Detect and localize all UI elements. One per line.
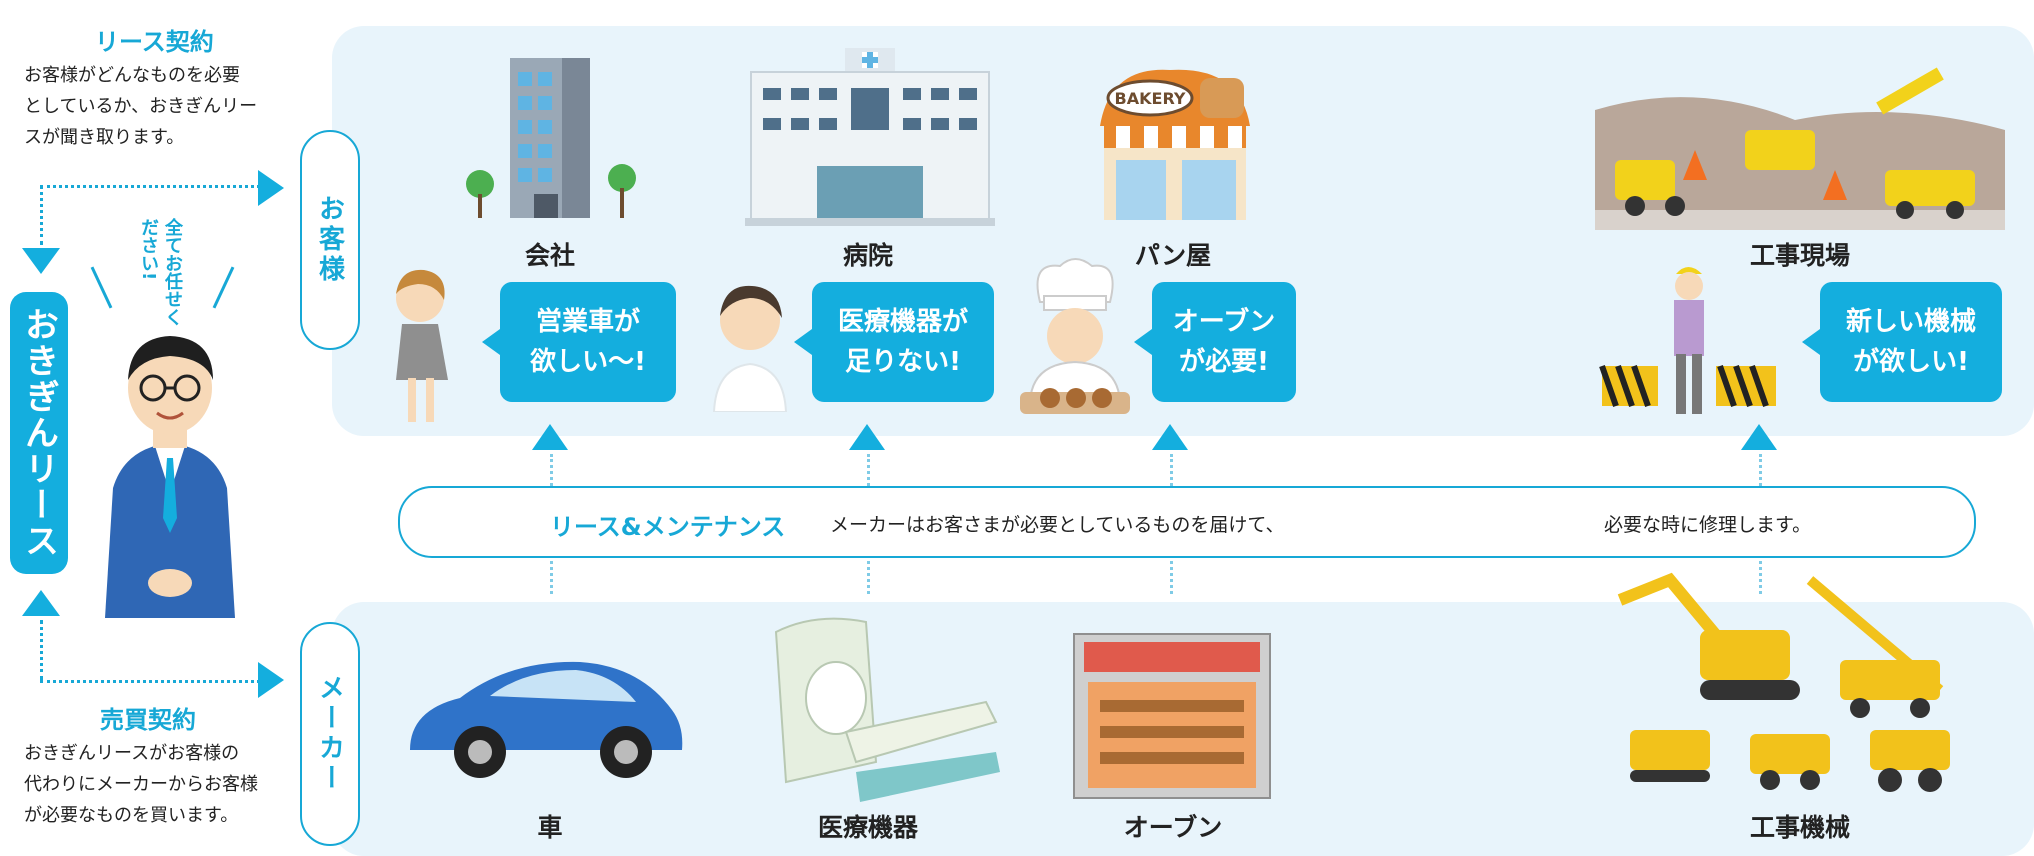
construction-need-text: 新しい機械 が欲しい! xyxy=(1845,307,1976,377)
oven-icon xyxy=(1073,633,1271,799)
lease-contract-title: リース契約 xyxy=(95,28,214,56)
bakery-need-bubble: オーブン が必要! xyxy=(1134,282,1296,402)
construction-machinery-icon xyxy=(1617,572,1950,792)
speech-text: 全てお任せください! xyxy=(136,218,184,328)
lease-maintenance-text-1: メーカーはお客さまが必要としているものを届けて、 xyxy=(830,514,1285,536)
construction-site-icon xyxy=(1595,67,2005,230)
bakery-need-text: オーブン が必要! xyxy=(1172,307,1276,377)
company-label: おきぎんリース xyxy=(18,307,59,559)
bakery-sign: BAKERY xyxy=(1115,89,1186,108)
bakery-label: パン屋 xyxy=(1134,241,1212,270)
arrow-down-icon xyxy=(22,248,60,274)
sale-desc-line: おきぎんリースがお客様の xyxy=(24,743,240,764)
lease-desc-line: としているか、おきぎんリー xyxy=(24,96,258,117)
maker-tag: メーカー xyxy=(300,622,360,846)
customer-tag: お客様 xyxy=(300,130,360,350)
hospital-need-bubble: 医療機器が 足りない! xyxy=(794,282,994,402)
arrow-up-icon xyxy=(1152,424,1188,450)
company-need-bubble: 営業車が 欲しい〜! xyxy=(482,282,676,402)
car-icon xyxy=(410,661,683,778)
company-need-text: 営業車が 欲しい〜! xyxy=(530,307,646,377)
hospital-label: 病院 xyxy=(842,241,893,270)
lease-flow-line xyxy=(40,185,260,188)
businessman-icon xyxy=(105,336,235,618)
sale-desc-line: が必要なものを買います。 xyxy=(24,805,239,826)
arrow-up-icon xyxy=(22,590,60,616)
office-building-icon xyxy=(466,58,636,218)
arrow-right-icon xyxy=(258,170,284,206)
construction-need-bubble: 新しい機械 が欲しい! xyxy=(1802,282,2002,402)
lease-maintenance-title: リース&メンテナンス xyxy=(550,513,786,541)
lease-maintenance-text-2: 必要な時に修理します。 xyxy=(1604,514,1812,536)
customer-tag-label: お客様 xyxy=(314,195,345,285)
medical-scanner-icon xyxy=(774,617,1000,802)
sale-flow-line xyxy=(40,680,260,683)
baker-icon xyxy=(1020,258,1130,414)
hospital-icon xyxy=(745,48,995,226)
speech-label: 全てお任せください! xyxy=(138,218,183,326)
lease-flow-line xyxy=(40,185,43,245)
lease-desc-line: スが聞き取ります。 xyxy=(24,127,185,148)
company-badge: おきぎんリース xyxy=(10,292,68,574)
arrow-up-icon xyxy=(1741,424,1777,450)
nurse-icon xyxy=(712,285,788,412)
construction-machinery-label: 工事機械 xyxy=(1749,813,1850,842)
arrow-right-icon xyxy=(258,662,284,698)
arrow-up-icon xyxy=(849,424,885,450)
oven-label: オーブン xyxy=(1123,813,1223,842)
office-worker-icon xyxy=(396,269,448,422)
hospital-need-text: 医療機器が 足りない! xyxy=(837,307,968,377)
arrow-up-icon xyxy=(532,424,568,450)
company-building-label: 会社 xyxy=(524,241,575,270)
sale-desc-line: 代わりにメーカーからお客様 xyxy=(24,774,258,795)
sale-contract-desc: おきぎんリースがお客様の 代わりにメーカーからお客様 が必要なものを買います。 xyxy=(24,738,294,831)
lease-desc-line: お客様がどんなものを必要 xyxy=(24,65,240,86)
sale-contract-title: 売買契約 xyxy=(100,706,196,734)
construction-worker-icon xyxy=(1599,267,1776,414)
medical-equipment-label: 医療機器 xyxy=(817,813,918,842)
bakery-shop-icon: BAKERY xyxy=(1100,69,1250,220)
speech-mark xyxy=(212,266,235,309)
lease-maintenance-bar: リース&メンテナンス メーカーはお客さまが必要としているものを届けて、 必要な時… xyxy=(398,486,1976,558)
construction-site-label: 工事現場 xyxy=(1749,241,1850,270)
sale-flow-line xyxy=(40,620,43,680)
maker-tag-label: メーカー xyxy=(314,674,345,794)
car-label: 車 xyxy=(537,813,563,842)
speech-mark xyxy=(90,266,113,309)
lease-contract-desc: お客様がどんなものを必要 としているか、おきぎんリー スが聞き取ります。 xyxy=(24,60,294,153)
